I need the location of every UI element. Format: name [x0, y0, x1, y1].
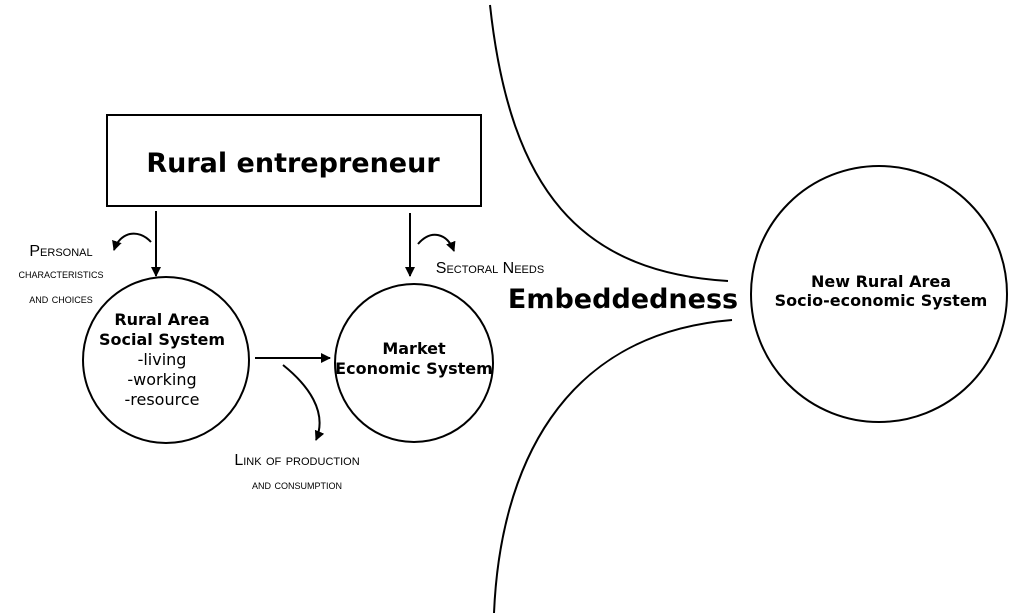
social-system-title-line1: Rural Area — [114, 310, 209, 329]
link-label-line1: Link of production — [234, 452, 359, 469]
entrepreneur-box — [106, 114, 482, 207]
curved-arrow-personal — [112, 232, 152, 251]
link-label-line2: and consumption — [252, 478, 342, 492]
social-system-item: -working — [127, 370, 196, 389]
social-system-circle — [82, 276, 250, 444]
personal-label-line2: characteristics — [18, 267, 103, 281]
social-system-item: -resource — [125, 390, 200, 409]
market-system-circle — [334, 283, 494, 443]
social-system-item: -living — [138, 350, 187, 369]
market-system-line2: Economic System — [335, 359, 493, 378]
new-rural-system-line1: New Rural Area — [811, 272, 951, 291]
new-rural-system-circle — [750, 165, 1008, 423]
curved-arrow-link — [282, 364, 325, 441]
market-system-line1: Market — [382, 339, 446, 358]
embeddedness-label: Embeddedness — [508, 284, 738, 315]
new-rural-system-line2: Socio-economic System — [775, 291, 988, 310]
upper-boundary-curve — [489, 4, 729, 282]
curved-arrow-sectoral — [417, 233, 456, 252]
sectoral-needs-label: Sectoral Needs — [436, 260, 544, 277]
social-system-title-line2: Social System — [99, 330, 225, 349]
entrepreneur-label: Rural entrepreneur — [146, 148, 440, 179]
personal-label-line1: Personal — [29, 243, 92, 260]
lower-boundary-curve — [493, 319, 733, 614]
personal-label-line3: and choices — [29, 292, 92, 306]
